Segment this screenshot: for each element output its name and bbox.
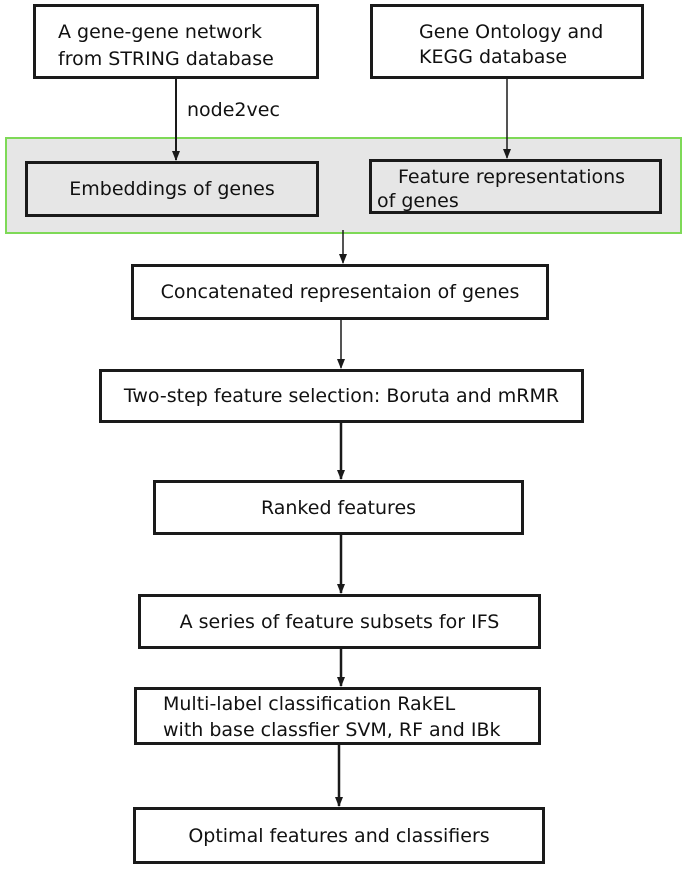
go-kegg-line1: Gene Ontology and xyxy=(419,21,604,43)
string-network-line1: A gene-gene network xyxy=(58,21,263,43)
feature-representations-line1: Feature representations xyxy=(398,166,626,188)
node2vec-label: node2vec xyxy=(187,99,280,121)
classification-line1: Multi-label classification RakEL xyxy=(163,693,456,715)
feature-representations-box: Feature representations of genes xyxy=(369,159,662,214)
go-kegg-box: Gene Ontology and KEGG database xyxy=(370,4,644,79)
embeddings-box: Embeddings of genes xyxy=(25,161,319,217)
classification-line2: with base classfier SVM, RF and IBk xyxy=(163,719,501,741)
classification-box: Multi-label classification RakEL with ba… xyxy=(134,687,541,745)
feature-subsets-box: A series of feature subsets for IFS xyxy=(138,594,541,649)
embeddings-text: Embeddings of genes xyxy=(69,178,275,200)
ranked-features-box: Ranked features xyxy=(153,480,524,535)
optimal-box: Optimal features and classifiers xyxy=(133,807,545,864)
string-network-line2: from STRING database xyxy=(58,48,274,70)
feature-representations-line2: of genes xyxy=(377,190,459,212)
concatenated-box: Concatenated representaion of genes xyxy=(131,264,549,320)
ranked-features-text: Ranked features xyxy=(260,496,417,519)
feature-subsets-text: A series of feature subsets for IFS xyxy=(179,610,500,633)
string-network-box: A gene-gene network from STRING database xyxy=(33,4,319,79)
optimal-text: Optimal features and classifiers xyxy=(188,824,490,847)
feature-selection-box: Two-step feature selection: Boruta and m… xyxy=(99,369,584,423)
go-kegg-line2: KEGG database xyxy=(419,46,568,68)
feature-selection-text: Two-step feature selection: Boruta and m… xyxy=(123,385,560,407)
concatenated-text: Concatenated representaion of genes xyxy=(160,281,520,303)
